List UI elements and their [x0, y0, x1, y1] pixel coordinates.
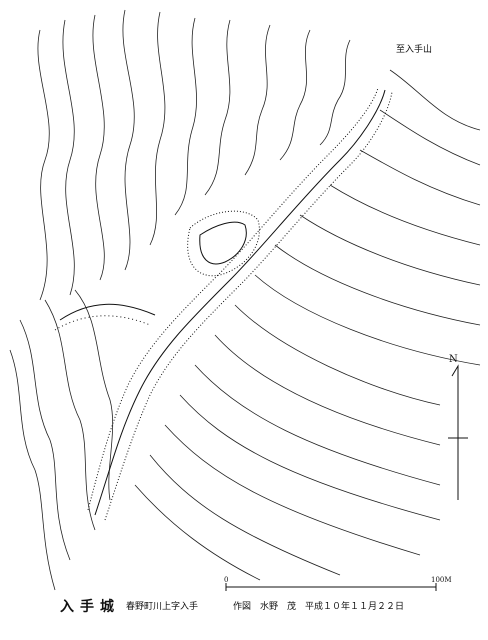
- destination-label: 至入手山: [396, 45, 433, 55]
- location-label: 春野町川上字入手: [126, 602, 199, 612]
- contour-lines: [9, 9, 481, 591]
- author-line: 作図 水野 茂 平成１０年１１月２２日: [233, 602, 405, 612]
- scale-zero-label: 0: [224, 576, 229, 584]
- castle-ridge: [54, 87, 393, 521]
- castle-name: 入手城: [60, 599, 120, 615]
- north-label: N: [449, 354, 458, 365]
- north-arrow: [448, 364, 468, 500]
- scale-end-label: 100M: [431, 576, 452, 584]
- scale-bar: [225, 583, 437, 591]
